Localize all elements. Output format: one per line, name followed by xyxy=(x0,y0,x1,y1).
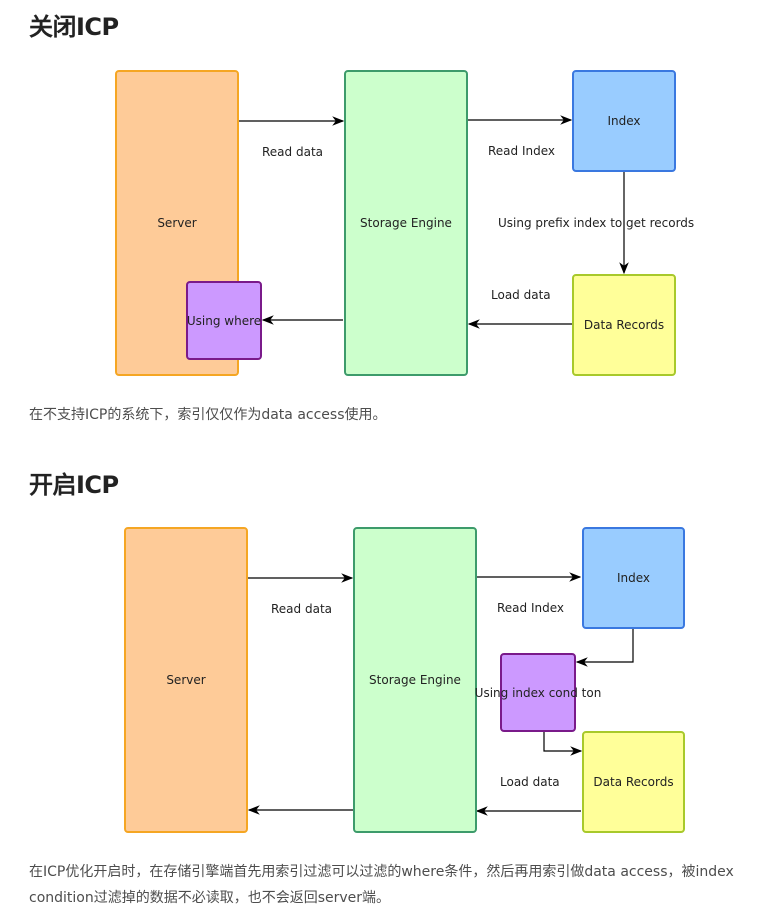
server-box-label: Server xyxy=(157,216,197,230)
label-prefix-index: Using prefix index to get records xyxy=(498,216,695,230)
index-box: Index xyxy=(572,70,676,172)
label-read-index: Read Index xyxy=(488,144,556,158)
label-read-data-2: Read data xyxy=(271,602,332,616)
server-box-2-label: Server xyxy=(166,673,206,687)
label-read-index-2: Read Index xyxy=(497,601,565,615)
index-box-label: Index xyxy=(607,114,641,128)
storage-engine-box: Storage Engine xyxy=(344,70,468,376)
data-records-box-2: Data Records xyxy=(582,731,685,833)
arrow-index-to-condition xyxy=(575,628,634,667)
using-index-condition-box: Using index cond ton xyxy=(475,653,601,732)
label-read-data: Read data xyxy=(262,145,323,159)
diagram-icp-off-arrows xyxy=(239,115,629,329)
using-where-box-label: Using where xyxy=(186,313,262,328)
label-load-data-2: Load data xyxy=(500,775,560,789)
storage-engine-box-2-label: Storage Engine xyxy=(369,673,461,687)
storage-engine-box-2: Storage Engine xyxy=(353,527,477,833)
data-records-box-label: Data Records xyxy=(583,318,665,332)
description-icp-on-line2: condition过滤掉的数据不必读取，也不会返回server端。 xyxy=(29,890,391,906)
index-box-2-label: Index xyxy=(616,571,651,585)
label-load-data: Load data xyxy=(491,288,551,302)
storage-engine-box-label: Storage Engine xyxy=(360,216,452,230)
data-records-box-2-label: Data Records xyxy=(593,775,674,789)
description-icp-on-line1: 在ICP优化开启时，在存储引擎端首先用索引过滤可以过滤的where条件，然后再用… xyxy=(29,864,734,880)
section-heading-icp-off: 关闭ICP xyxy=(29,13,119,41)
using-where-box: Using where xyxy=(186,281,262,360)
server-box-2: Server xyxy=(124,527,248,833)
data-records-box: Data Records xyxy=(572,274,676,376)
arrow-condition-to-records xyxy=(543,731,583,756)
section-heading-icp-on: 开启ICP xyxy=(29,471,119,499)
index-box-2: Index xyxy=(582,527,685,629)
description-icp-off: 在不支持ICP的系统下，索引仅仅作为data access使用。 xyxy=(29,407,387,423)
using-index-condition-box-label: Using index cond ton xyxy=(474,685,602,700)
